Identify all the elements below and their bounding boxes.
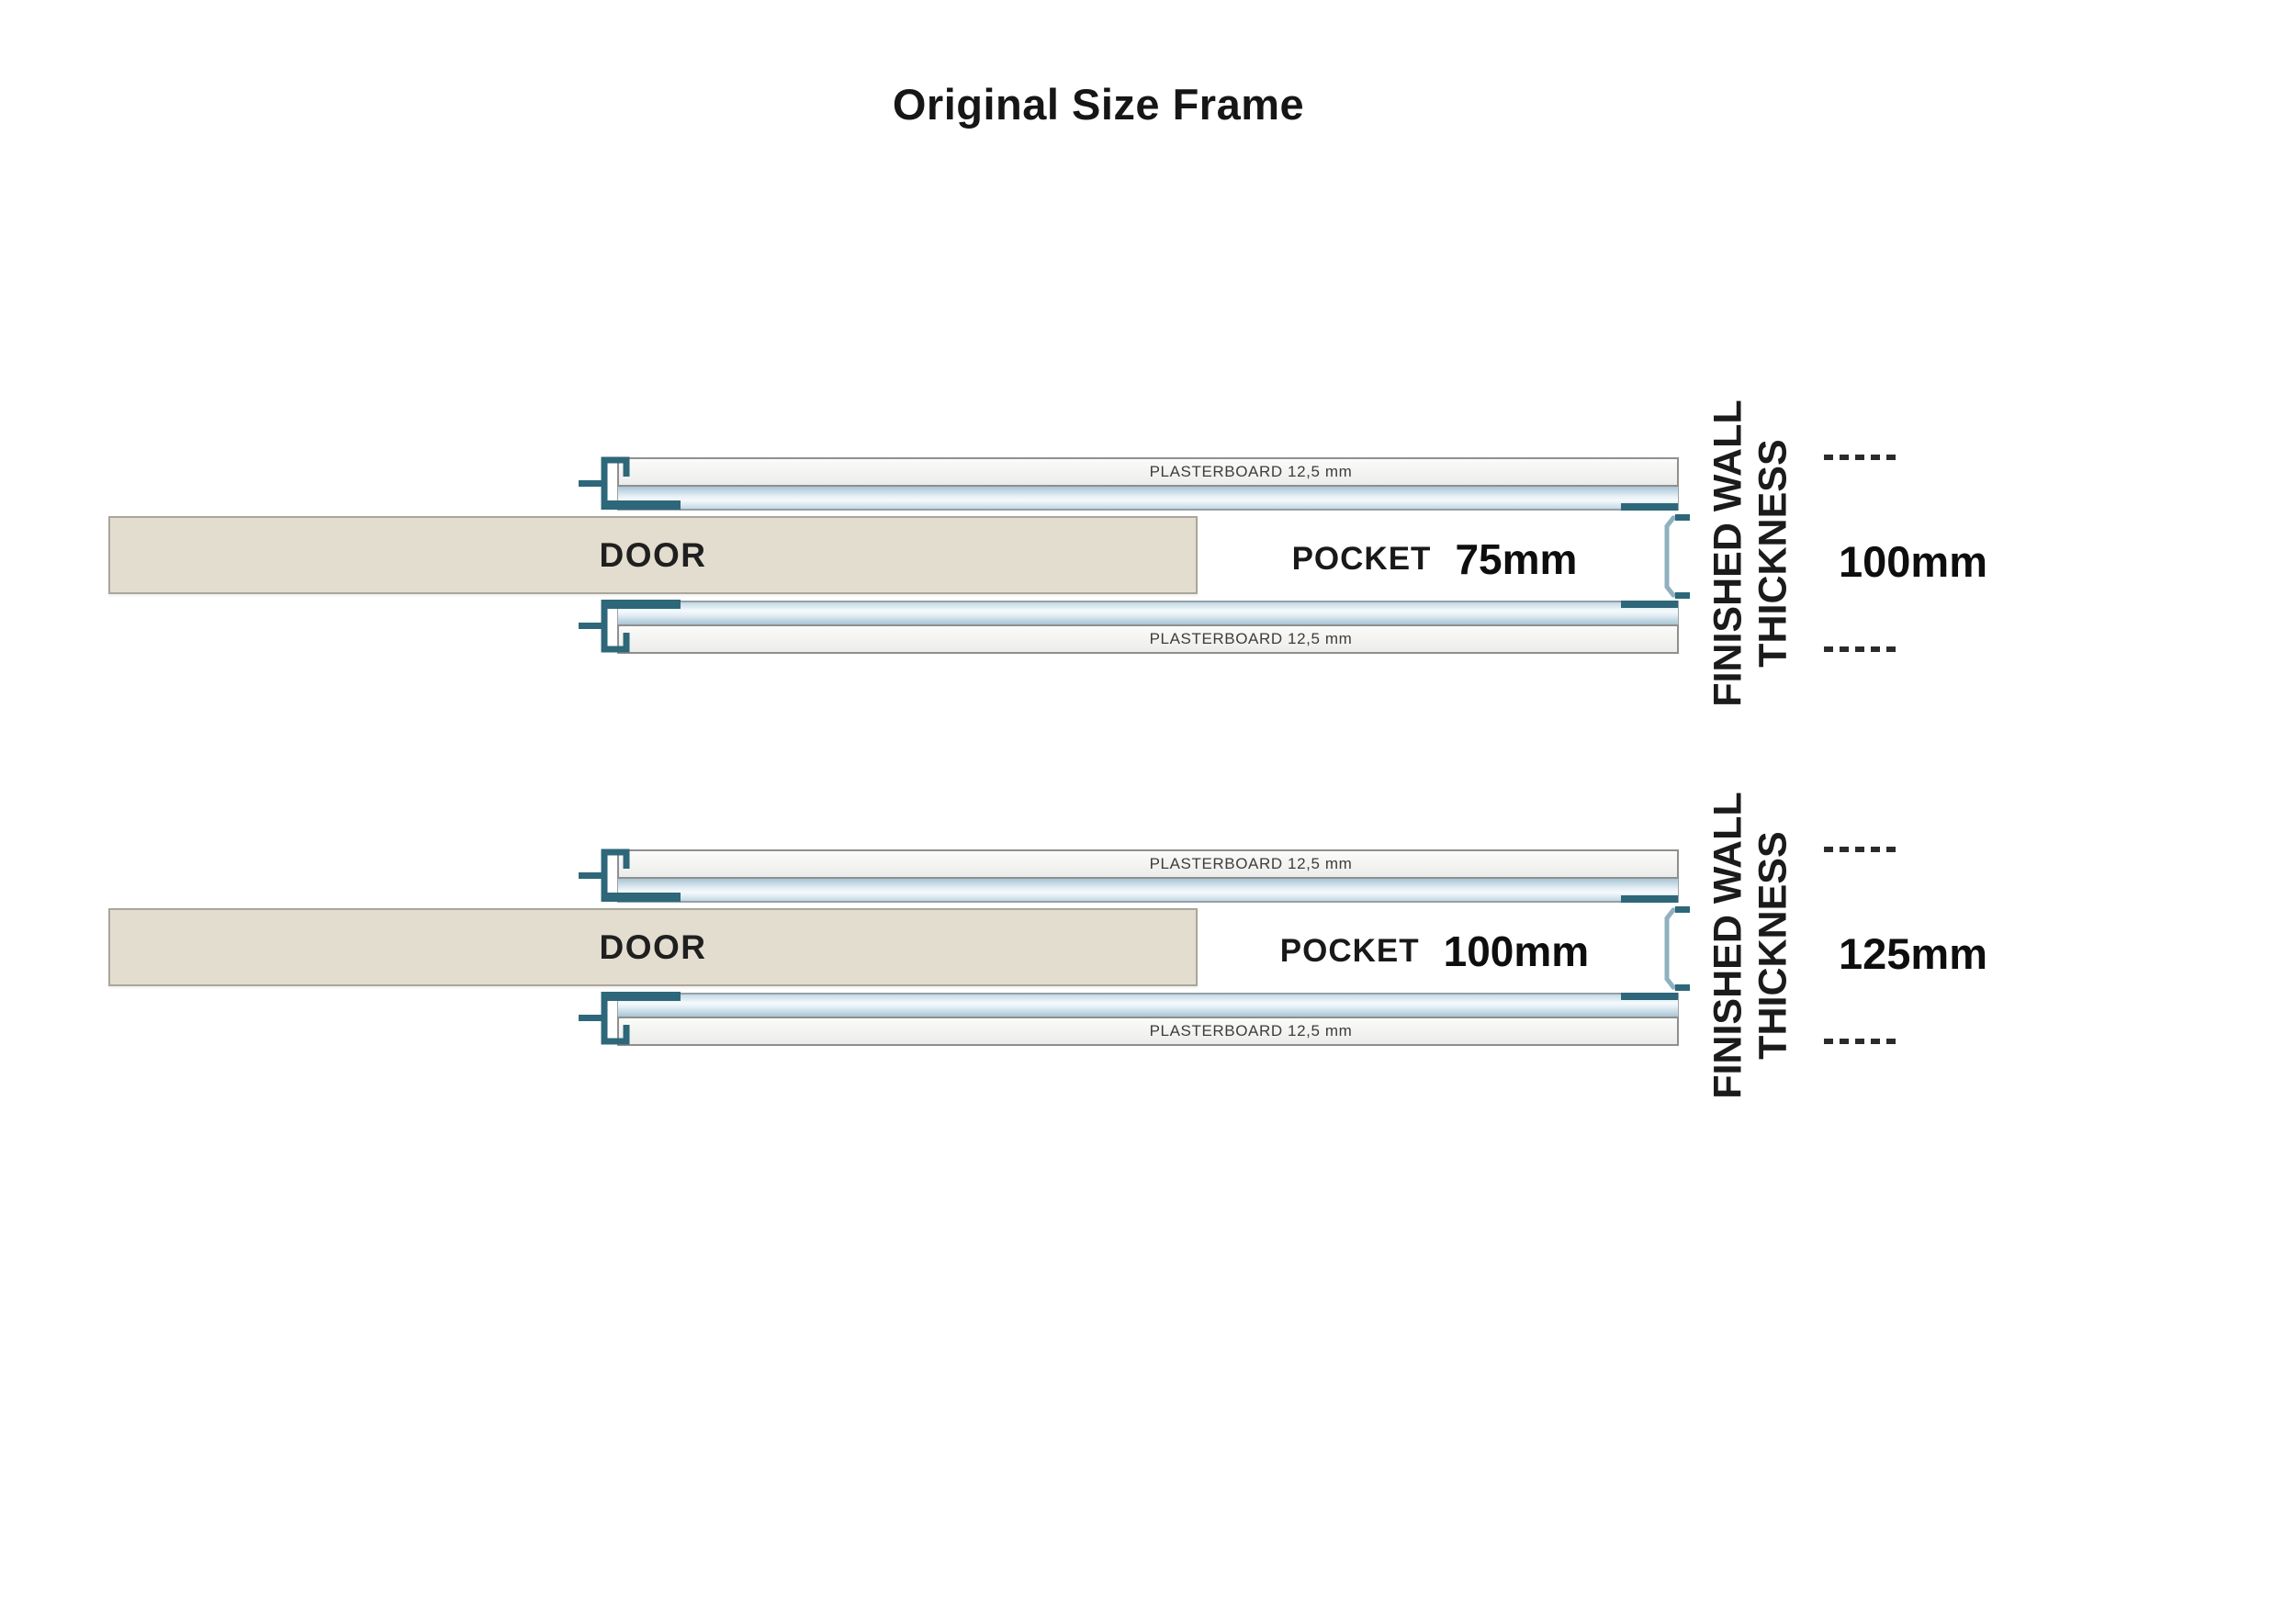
- rail-end-accent: [1621, 503, 1678, 511]
- frame-rail-top: [617, 487, 1679, 511]
- rail-end-accent: [1621, 601, 1678, 608]
- plasterboard-top: PLASTERBOARD 12,5 mm: [617, 457, 1679, 487]
- dashed-reference-line-top: [1824, 847, 1901, 852]
- wall-label-line1: FINISHED WALL: [1705, 399, 1750, 708]
- plasterboard-bottom: PLASTERBOARD 12,5 mm: [617, 1017, 1679, 1046]
- dashed-reference-line-bottom: [1824, 1039, 1901, 1044]
- jamb-bracket-icon: [579, 992, 681, 1045]
- pocket-size: 75mm: [1455, 534, 1578, 583]
- pocket-label: POCKET 75mm: [1212, 520, 1657, 598]
- pocket-size: 100mm: [1443, 927, 1590, 975]
- wall-thickness-value: 125mm: [1839, 929, 1987, 978]
- pocket-end-post-icon: [1664, 514, 1690, 599]
- wall-thickness-text: FINISHED WALL THICKNESS: [1705, 792, 1795, 1099]
- door-label: DOOR: [599, 535, 707, 574]
- plasterboard-bottom-label: PLASTERBOARD 12,5 mm: [1149, 1022, 1353, 1039]
- frame-rail-bottom: [617, 993, 1679, 1017]
- dashed-reference-line-top: [1824, 455, 1901, 460]
- rail-end-accent: [1621, 895, 1678, 903]
- dashed-reference-line-bottom: [1824, 646, 1901, 652]
- jamb-bracket-icon: [579, 456, 681, 510]
- plasterboard-bottom-label: PLASTERBOARD 12,5 mm: [1149, 630, 1353, 647]
- diagram-pocket-100: PLASTERBOARD 12,5 mm PLASTERBOARD 12,5 m…: [0, 792, 2296, 1099]
- page-title: Original Size Frame: [892, 80, 1305, 129]
- diagram-pocket-75: PLASTERBOARD 12,5 mm PLASTERBOARD 12,5 m…: [0, 400, 2296, 707]
- wall-thickness-text: FINISHED WALL THICKNESS: [1705, 400, 1795, 707]
- frame-rail-bottom: [617, 601, 1679, 624]
- plasterboard-top-label: PLASTERBOARD 12,5 mm: [1149, 463, 1353, 480]
- wall-thickness-label: FINISHED WALL THICKNESS: [1686, 400, 1815, 707]
- pocket-word: POCKET: [1279, 932, 1420, 969]
- pocket-label: POCKET 100mm: [1212, 912, 1657, 990]
- pocket-word: POCKET: [1291, 540, 1432, 577]
- jamb-bracket-icon: [579, 600, 681, 653]
- wall-thickness-value: 100mm: [1839, 537, 1987, 586]
- door-panel: DOOR: [108, 516, 1198, 594]
- rail-end-accent: [1621, 993, 1678, 1000]
- jamb-bracket-icon: [579, 848, 681, 902]
- wall-label-line1: FINISHED WALL: [1705, 792, 1750, 1100]
- plasterboard-bottom: PLASTERBOARD 12,5 mm: [617, 624, 1679, 654]
- wall-label-line2: THICKNESS: [1750, 439, 1795, 669]
- wall-label-line2: THICKNESS: [1750, 831, 1795, 1061]
- plasterboard-top-label: PLASTERBOARD 12,5 mm: [1149, 855, 1353, 872]
- frame-rail-top: [617, 879, 1679, 903]
- wall-thickness-label: FINISHED WALL THICKNESS: [1686, 792, 1815, 1099]
- plasterboard-top: PLASTERBOARD 12,5 mm: [617, 849, 1679, 879]
- door-panel: DOOR: [108, 908, 1198, 986]
- door-label: DOOR: [599, 927, 707, 966]
- pocket-end-post-icon: [1664, 906, 1690, 991]
